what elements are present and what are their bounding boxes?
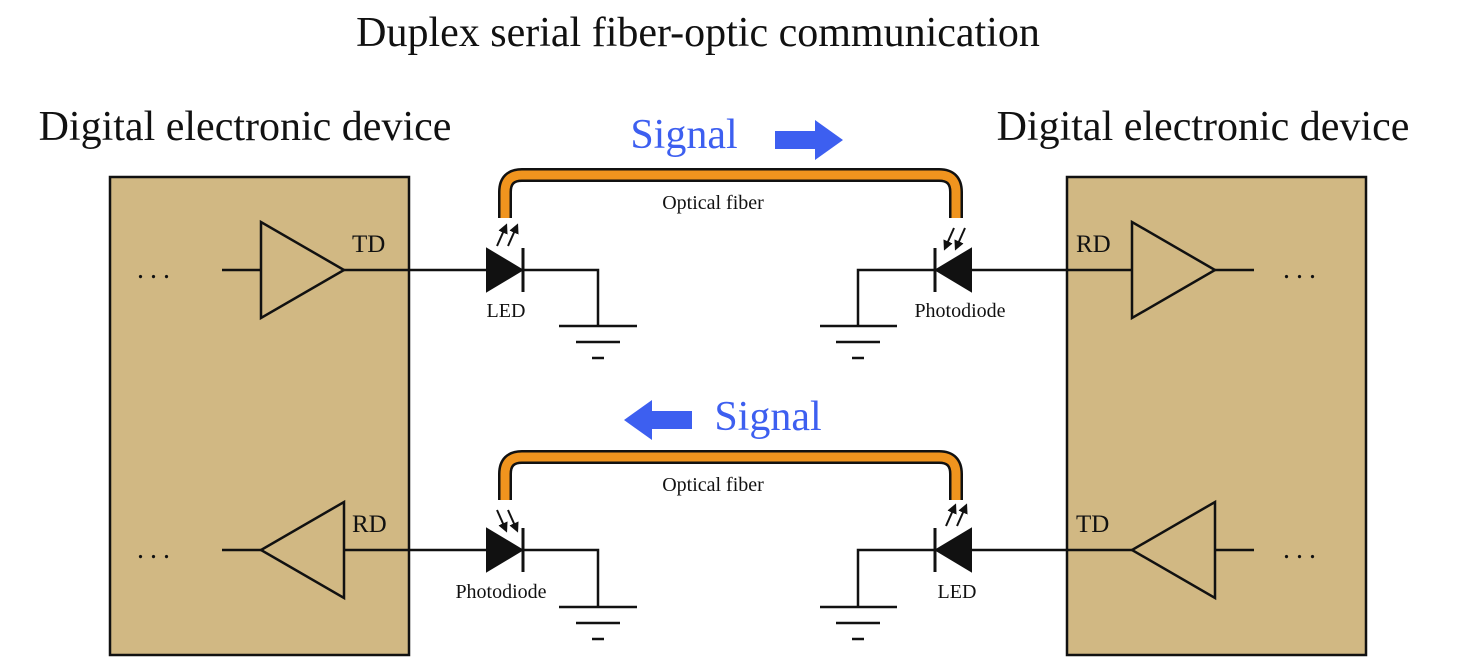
bottom-signal-label: Signal [714, 394, 821, 440]
top-right-dots: ... [1283, 254, 1322, 285]
bottom-right-component-label: LED [938, 581, 977, 603]
bottom-channel: Signal Optical fiber ... RD Photodiode [137, 394, 1322, 641]
light-rays-icon [496, 223, 519, 247]
top-left-buffer [259, 219, 347, 321]
ground-symbol-icon [559, 324, 637, 360]
top-left-component-label: LED [487, 300, 526, 322]
bottom-left-component-label: Photodiode [455, 581, 546, 603]
bottom-right-pin-label: TD [1076, 511, 1109, 538]
light-rays-icon [945, 503, 968, 527]
light-rays-icon [496, 509, 519, 533]
top-left-pin-label: TD [352, 231, 385, 258]
arrow-right-icon [775, 120, 843, 160]
left-device-box [108, 175, 411, 657]
top-left-dots: ... [137, 254, 176, 285]
right-device-box [1065, 175, 1368, 657]
ground-symbol-icon [559, 605, 637, 641]
diagram-title: Duplex serial fiber-optic communication [356, 10, 1040, 56]
top-right-pin-label: RD [1076, 231, 1111, 258]
top-channel: Signal Optical fiber ... TD LED [137, 112, 1322, 360]
bottom-fiber-label: Optical fiber [662, 474, 764, 496]
top-right-buffer [1130, 219, 1218, 321]
top-left-led [486, 247, 524, 293]
bottom-right-dots: ... [1283, 534, 1322, 565]
top-right-component-label: Photodiode [914, 300, 1005, 322]
top-signal-label: Signal [630, 112, 737, 158]
light-rays-icon [943, 227, 966, 251]
bottom-left-photodiode [486, 527, 524, 573]
arrow-left-icon [624, 400, 692, 440]
bottom-right-led [934, 527, 972, 573]
ground-symbol-icon [820, 605, 897, 641]
right-device-label: Digital electronic device [997, 104, 1410, 150]
bottom-left-dots: ... [137, 534, 176, 565]
left-device-label: Digital electronic device [39, 104, 452, 150]
top-right-photodiode [934, 247, 972, 293]
top-fiber-label: Optical fiber [662, 192, 764, 214]
ground-symbol-icon [820, 324, 897, 360]
bottom-left-pin-label: RD [352, 511, 387, 538]
